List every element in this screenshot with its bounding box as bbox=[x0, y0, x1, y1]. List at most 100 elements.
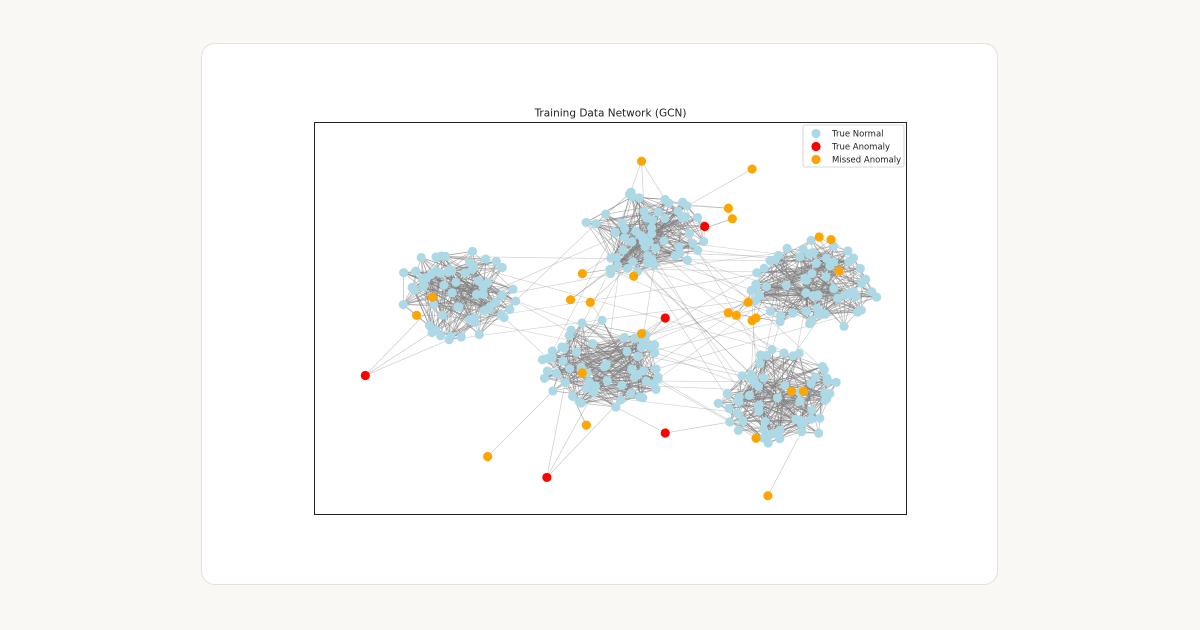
network-edge bbox=[448, 258, 487, 340]
legend-box bbox=[802, 124, 905, 168]
true-anomaly-node bbox=[542, 472, 552, 483]
normal-node bbox=[811, 258, 821, 269]
network-edge bbox=[665, 421, 730, 434]
network-edge bbox=[571, 329, 625, 338]
chart-title: Training Data Network (GCN) bbox=[534, 108, 687, 120]
network-edge bbox=[759, 265, 831, 296]
normal-node bbox=[547, 346, 558, 356]
normal-node bbox=[760, 416, 770, 427]
legend-marker bbox=[811, 128, 821, 139]
normal-node bbox=[682, 255, 692, 265]
normal-node bbox=[761, 282, 771, 292]
normal-node bbox=[861, 274, 871, 284]
normal-node bbox=[429, 300, 439, 310]
network-edge bbox=[469, 261, 834, 321]
legend-label: Missed Anomaly bbox=[832, 156, 901, 166]
normal-node bbox=[474, 329, 484, 340]
network-edge bbox=[624, 237, 738, 414]
network-edge bbox=[581, 402, 616, 408]
network-edge bbox=[766, 355, 826, 401]
network-edge bbox=[643, 370, 769, 444]
network-edge bbox=[739, 396, 827, 399]
normal-node bbox=[754, 406, 764, 416]
true-anomaly-node bbox=[700, 221, 710, 232]
normal-node bbox=[612, 252, 622, 263]
network-edge bbox=[547, 343, 593, 372]
network-edge bbox=[685, 216, 704, 242]
normal-node bbox=[627, 237, 637, 247]
normal-node bbox=[814, 428, 824, 438]
normal-node bbox=[647, 215, 657, 225]
network-edge bbox=[738, 391, 801, 431]
normal-node bbox=[577, 318, 587, 328]
network-edge bbox=[651, 233, 693, 244]
normal-node bbox=[767, 344, 777, 355]
normal-node bbox=[829, 283, 839, 294]
normal-node bbox=[560, 377, 570, 388]
missed-anomaly-node bbox=[577, 368, 587, 378]
network-edge bbox=[582, 268, 611, 274]
normal-node bbox=[398, 300, 408, 310]
normal-node bbox=[725, 417, 735, 427]
normal-node bbox=[505, 304, 515, 314]
network-edge bbox=[755, 285, 812, 321]
network-edge bbox=[631, 241, 831, 267]
normal-node bbox=[651, 364, 661, 374]
missed-anomaly-node bbox=[585, 297, 595, 307]
normal-node bbox=[481, 254, 491, 264]
normal-node bbox=[813, 290, 823, 300]
normal-node bbox=[558, 356, 568, 366]
network-edge bbox=[742, 400, 801, 421]
normal-node bbox=[724, 403, 734, 414]
network-edge bbox=[803, 381, 828, 423]
missed-anomaly-node bbox=[834, 266, 844, 276]
normal-node bbox=[622, 346, 632, 357]
network-edge bbox=[422, 278, 470, 321]
normal-node bbox=[599, 362, 609, 372]
missed-anomaly-node bbox=[743, 297, 753, 307]
network-edge bbox=[585, 196, 633, 223]
network-edge bbox=[458, 219, 653, 308]
normal-node bbox=[807, 268, 817, 279]
normal-node bbox=[775, 434, 785, 444]
normal-node bbox=[649, 340, 660, 350]
network-edge bbox=[646, 352, 656, 382]
normal-node bbox=[754, 290, 764, 300]
normal-node bbox=[806, 414, 817, 424]
network-edge bbox=[689, 218, 733, 234]
network-edge bbox=[585, 222, 612, 259]
network-edge bbox=[546, 399, 622, 478]
normal-node bbox=[650, 243, 661, 253]
network-edge bbox=[581, 322, 625, 338]
normal-node bbox=[649, 378, 659, 389]
network-edge bbox=[552, 390, 621, 401]
normal-node bbox=[478, 289, 488, 299]
network-edge bbox=[751, 352, 785, 380]
normal-node bbox=[795, 396, 805, 406]
normal-node bbox=[447, 288, 457, 298]
missed-anomaly-node bbox=[786, 386, 797, 396]
missed-anomaly-node bbox=[763, 491, 773, 501]
network-edge bbox=[414, 289, 462, 338]
true-anomaly-node bbox=[660, 428, 670, 438]
normal-node bbox=[759, 263, 769, 273]
normal-node bbox=[602, 376, 612, 386]
network-edge bbox=[769, 260, 819, 296]
normal-node bbox=[454, 302, 464, 312]
network-edge bbox=[632, 261, 801, 421]
missed-anomaly-node bbox=[814, 232, 824, 242]
normal-node bbox=[467, 246, 478, 256]
normal-node bbox=[537, 355, 548, 365]
normal-node bbox=[734, 392, 744, 402]
normal-node bbox=[843, 246, 853, 256]
network-edge bbox=[435, 267, 503, 331]
normal-node bbox=[758, 433, 768, 443]
network-edge bbox=[503, 317, 549, 359]
normal-node bbox=[749, 375, 759, 385]
network-edge bbox=[563, 356, 638, 362]
normal-node bbox=[634, 193, 644, 203]
normal-node bbox=[844, 257, 854, 267]
normal-node bbox=[539, 373, 550, 383]
network-edge bbox=[487, 390, 554, 457]
normal-node bbox=[738, 416, 748, 426]
